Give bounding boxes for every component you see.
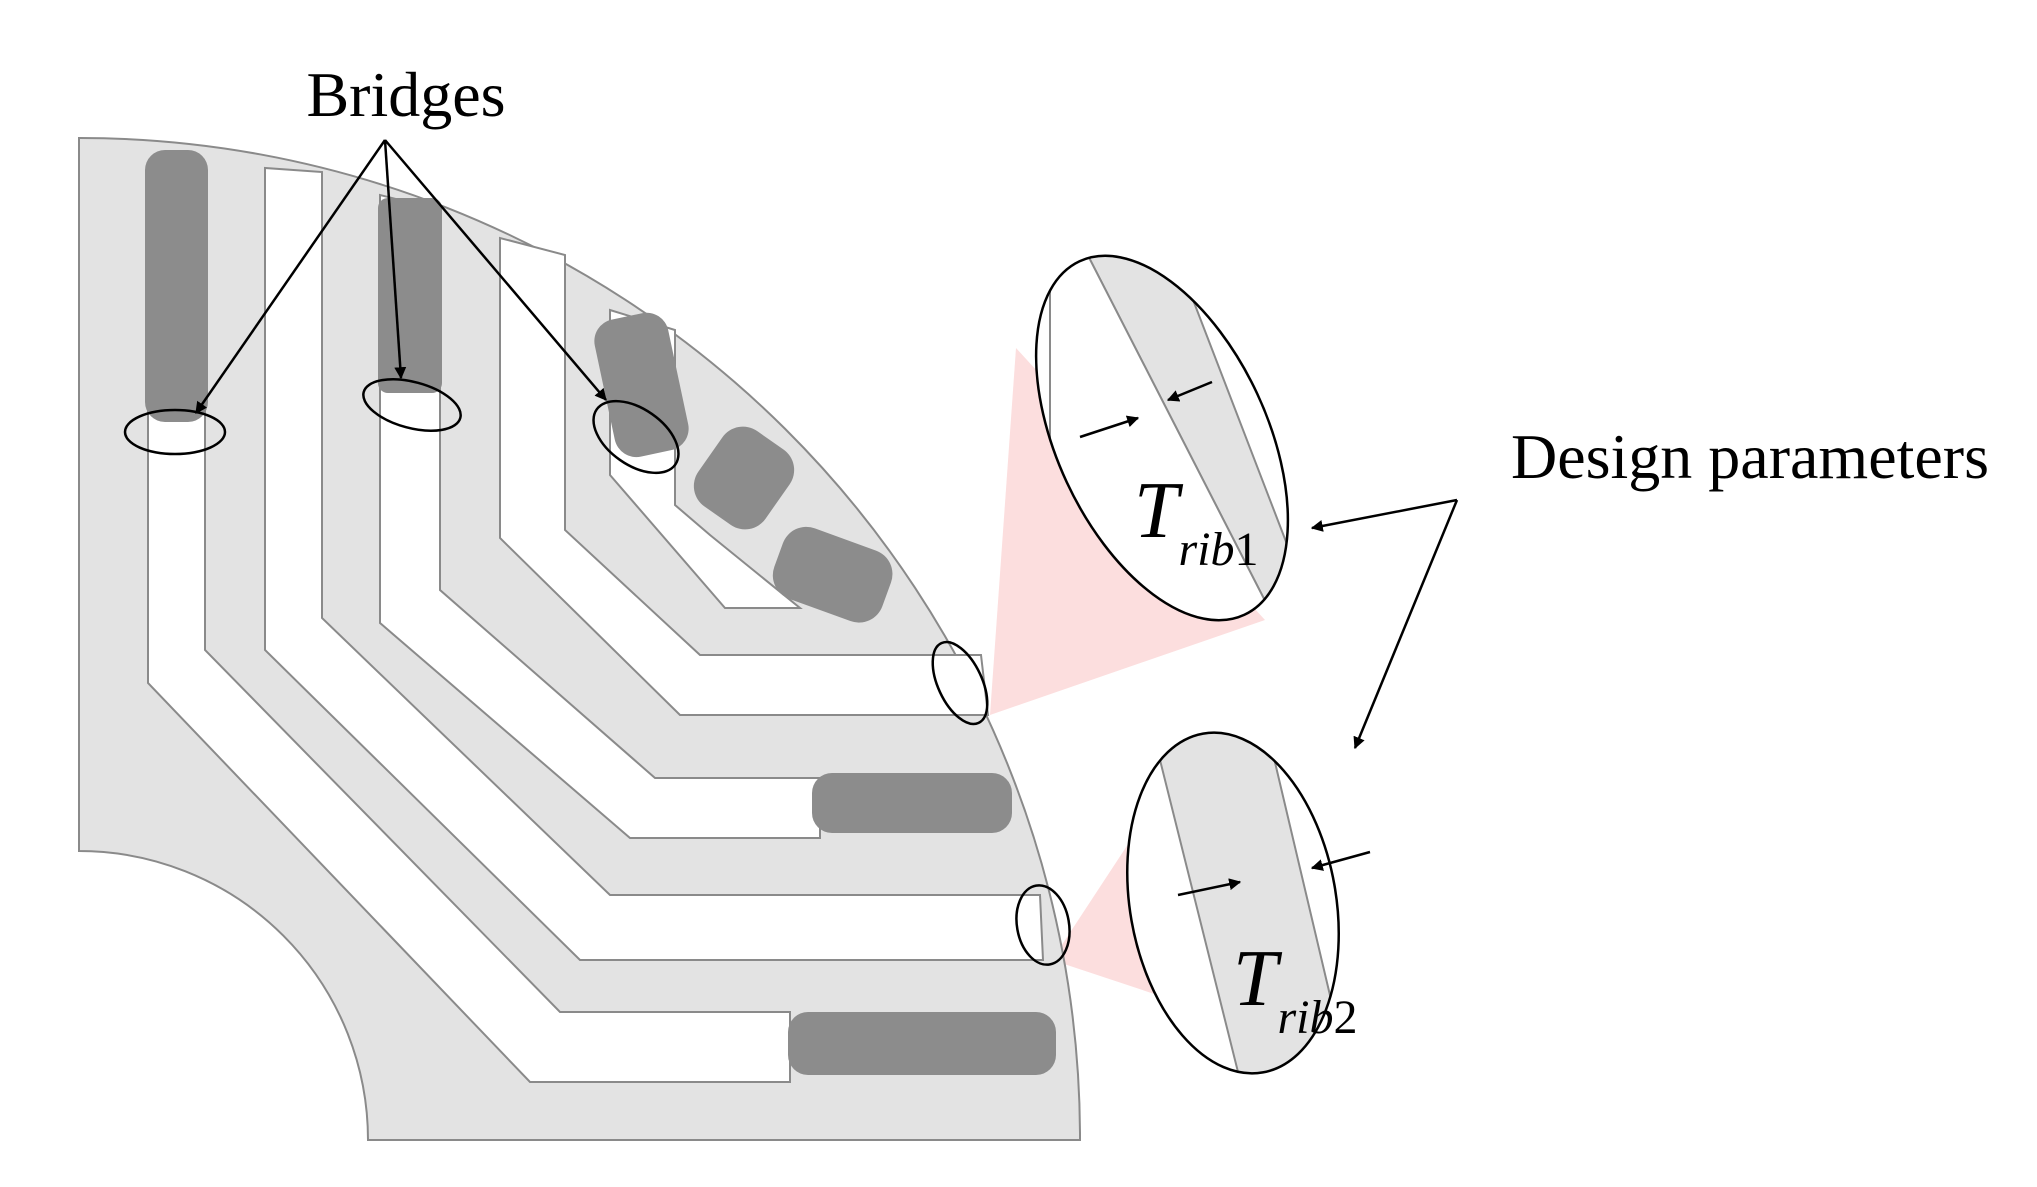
rib-ellipse-1 bbox=[931, 640, 989, 726]
magnet-6 bbox=[812, 773, 1012, 833]
bridge-ellipse-3 bbox=[592, 399, 680, 475]
magnet-3 bbox=[594, 312, 689, 458]
bridges-arrow-2 bbox=[383, 139, 407, 380]
trib2-sub: rib bbox=[1278, 991, 1334, 1044]
magnet-1 bbox=[145, 150, 208, 422]
trib2-main: T bbox=[1233, 935, 1283, 1023]
magnet-2 bbox=[378, 198, 442, 393]
trib1-sub: rib bbox=[1179, 523, 1235, 576]
magnet-7 bbox=[788, 1012, 1056, 1075]
flux-barrier-1 bbox=[147, 409, 791, 1083]
bridges-label: Bridges bbox=[306, 59, 505, 130]
trib1-num: 1 bbox=[1235, 523, 1259, 576]
trib2-num: 2 bbox=[1334, 991, 1358, 1044]
trib2-arrow-left bbox=[1177, 878, 1242, 897]
trib1-label: Trib1 bbox=[1134, 467, 1259, 576]
trib1-arrow-right bbox=[1166, 380, 1213, 402]
design-parameters-label: Design parameters bbox=[1511, 421, 1989, 492]
trib2-arrow-right bbox=[1310, 850, 1371, 871]
magnet-4 bbox=[693, 426, 795, 530]
flux-barrier-4 bbox=[499, 236, 990, 716]
magnet-5 bbox=[772, 526, 893, 623]
design-arrow-1 bbox=[1310, 498, 1458, 532]
design-arrow-2 bbox=[1353, 499, 1459, 750]
bridge-ellipse-2 bbox=[362, 378, 462, 432]
magnifier-1 bbox=[1034, 239, 1322, 631]
trib2-label: Trib2 bbox=[1233, 935, 1358, 1044]
bridges-arrow-3 bbox=[384, 139, 607, 401]
magnifier-2 bbox=[1126, 719, 1352, 1081]
bridges-arrow-1 bbox=[194, 139, 387, 414]
rib-ellipse-2 bbox=[1015, 884, 1071, 966]
trib1-arrow-left bbox=[1079, 415, 1140, 439]
bridge-ellipse-1 bbox=[123, 408, 227, 456]
flux-barrier-2 bbox=[264, 166, 1045, 961]
trib1-main: T bbox=[1134, 467, 1184, 555]
rotor-lamination bbox=[78, 136, 1081, 1141]
